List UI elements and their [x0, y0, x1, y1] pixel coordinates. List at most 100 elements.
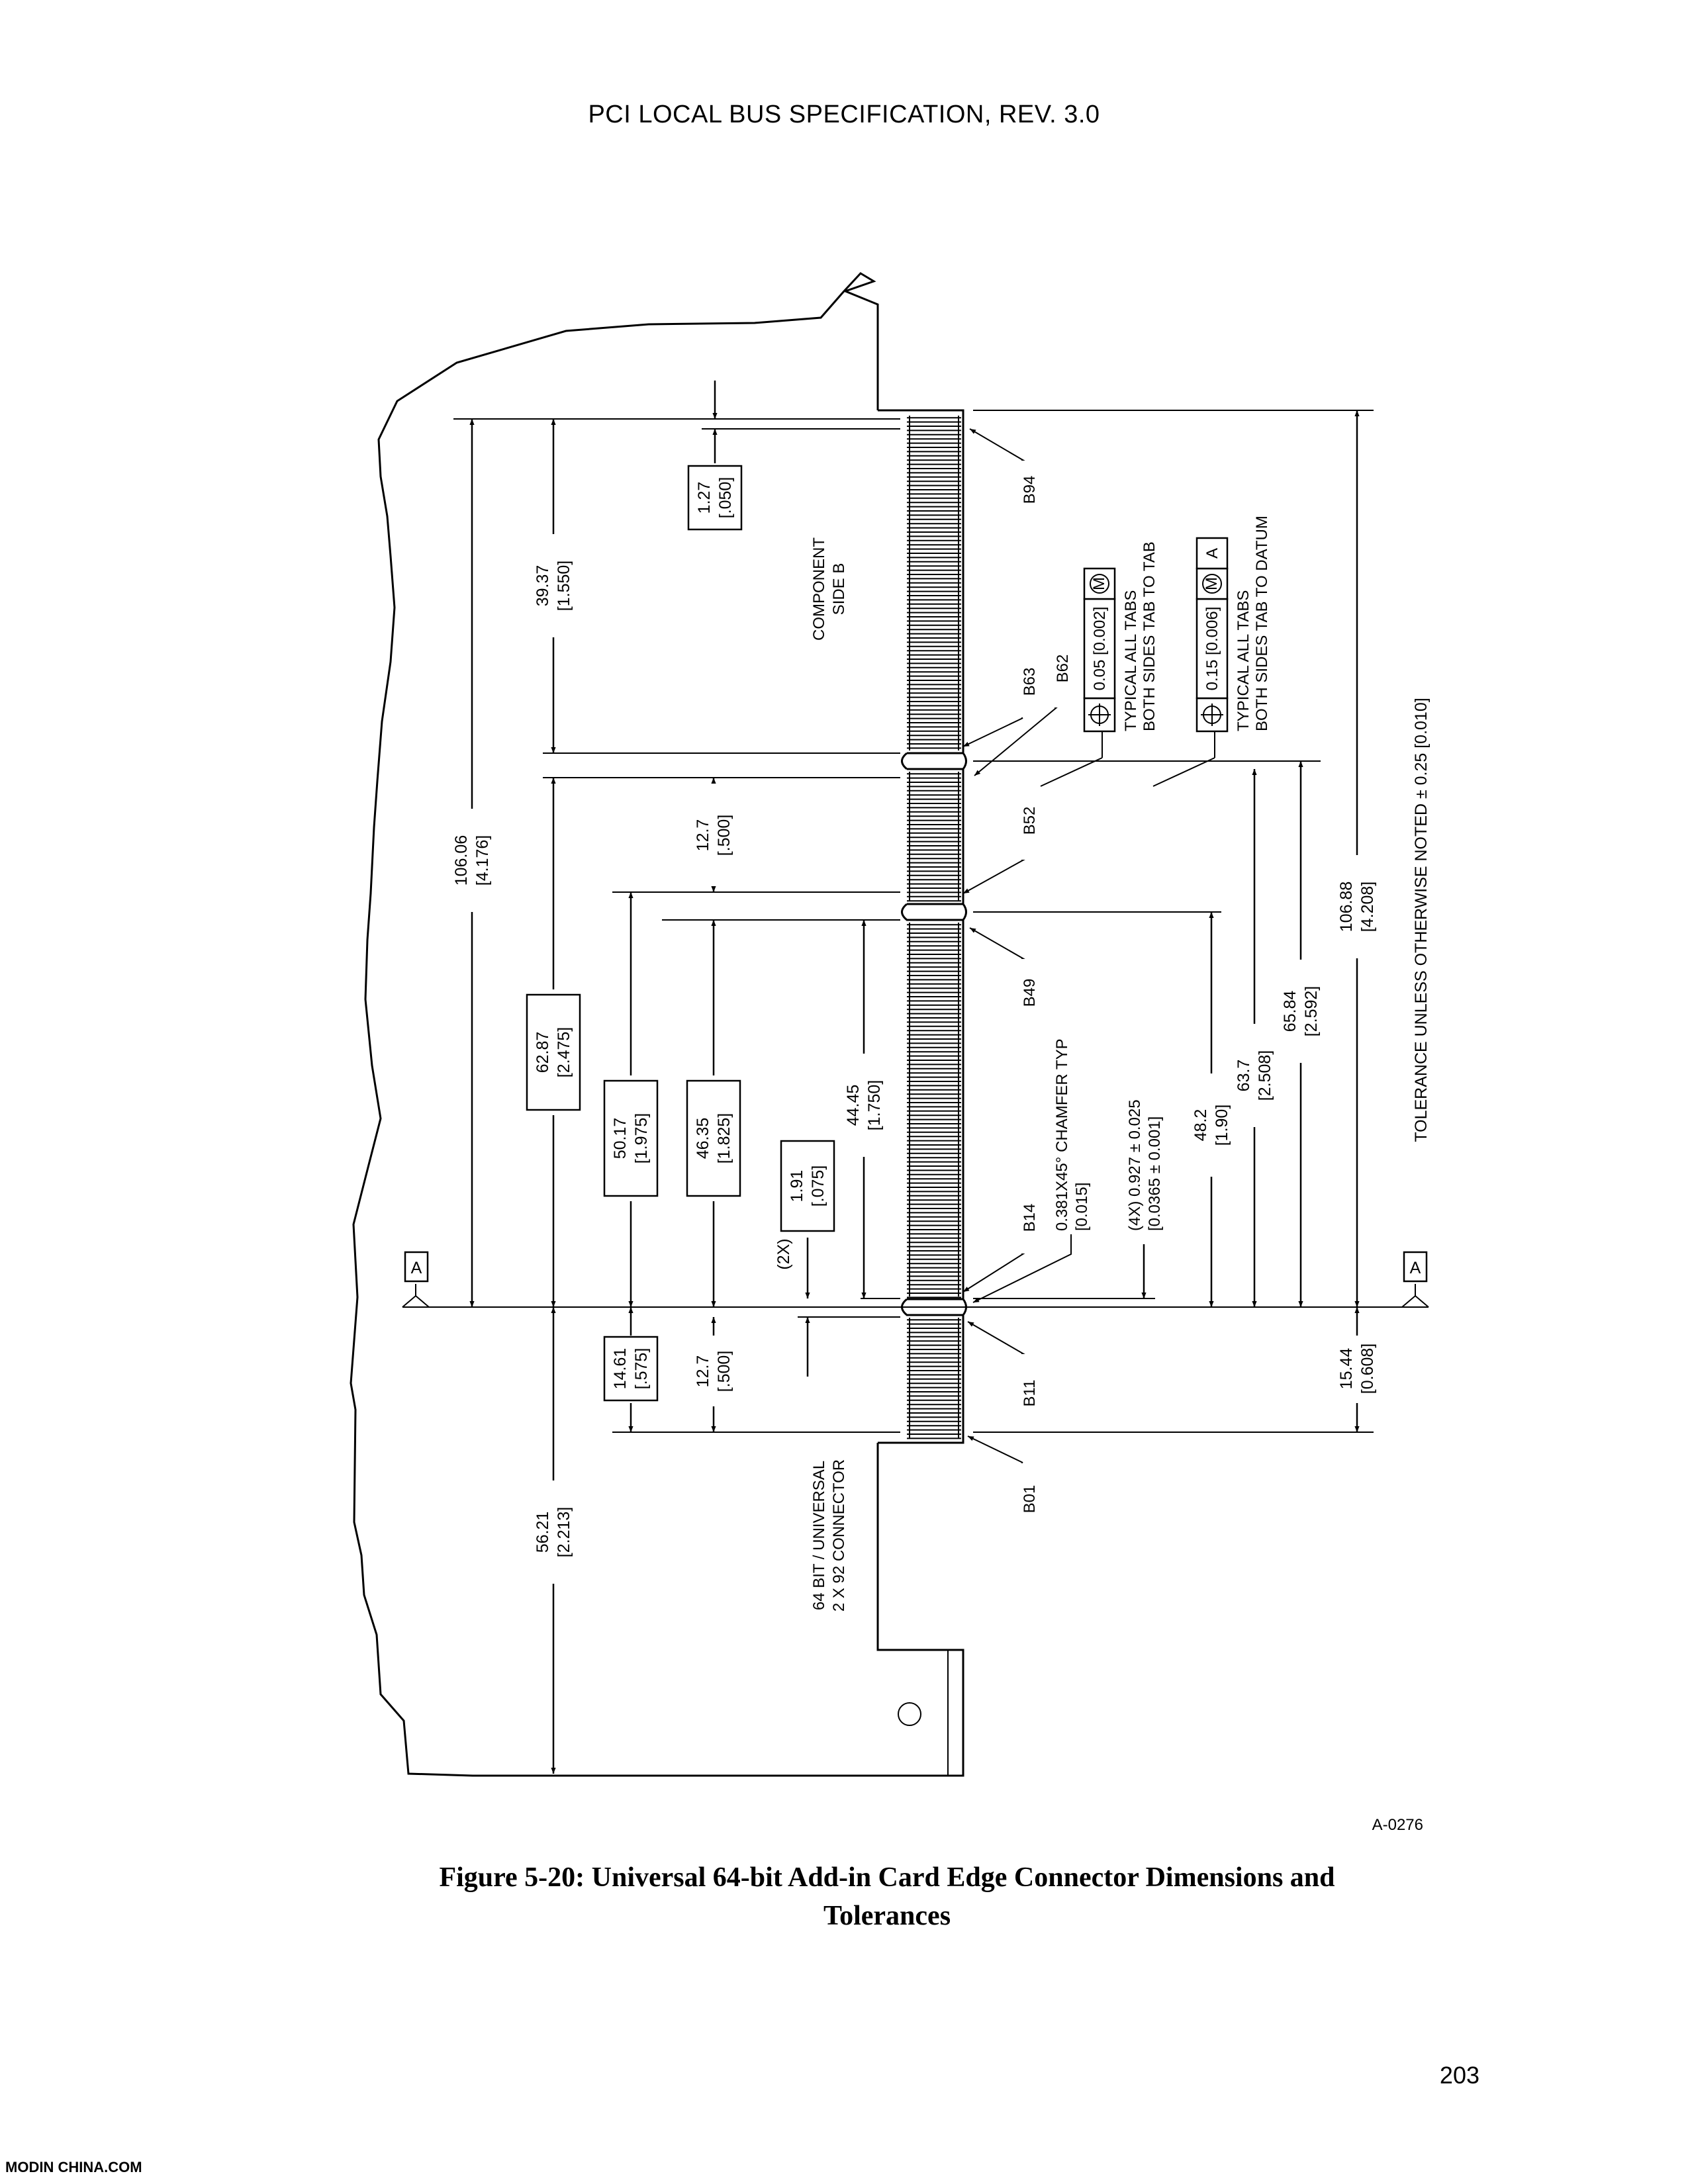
dim-65-84: 65.84[2.592]: [1281, 761, 1321, 1307]
dim-63-7-in: [2.508]: [1256, 1050, 1274, 1101]
pin-label-b52: B52: [962, 807, 1039, 894]
dim-106-88-mm: 106.88: [1337, 882, 1356, 932]
svg-text:[0.015]: [0.015]: [1073, 1183, 1091, 1231]
pin-label-b62: B62: [974, 655, 1072, 776]
finger-band: [907, 1319, 961, 1439]
dim-46-35: 46.35[1.825]: [686, 920, 741, 1307]
svg-text:MODIN CHINA.COM: MODIN CHINA.COM: [5, 2159, 142, 2175]
tolerance-note: TOLERANCE UNLESS OTHERWISE NOTED ± 0.25 …: [1412, 698, 1430, 1142]
pin-label-b14: B14: [962, 1204, 1039, 1293]
dim-48-2: 48.2[1.90]: [1192, 912, 1231, 1307]
pin-label-b63: B63: [962, 668, 1039, 747]
svg-text:B01: B01: [1021, 1485, 1039, 1514]
pin-label-b11: B11: [967, 1321, 1039, 1406]
dim-44-45-in: [1.750]: [865, 1080, 884, 1130]
pin-label-b01: B01: [967, 1435, 1039, 1514]
finger-band: [907, 773, 961, 902]
dim-46-35-in: [1.825]: [715, 1113, 733, 1163]
dim-50-17: 50.17[1.975]: [603, 892, 659, 1307]
dim-56-21-in: [2.213]: [555, 1507, 573, 1557]
notch-width-callout: (4X) 0.927 ± 0.025 [0.0365 ± 0.001]: [973, 1099, 1164, 1299]
svg-text:0.381X45° CHAMFER TYP: 0.381X45° CHAMFER TYP: [1053, 1038, 1071, 1231]
pin-label-b94: B94: [969, 428, 1039, 504]
svg-text:A: A: [1410, 1259, 1421, 1277]
component-side-label: COMPONENT: [810, 537, 828, 641]
svg-text:TYPICAL ALL TABS: TYPICAL ALL TABS: [1235, 590, 1252, 731]
svg-text:[.500]: [.500]: [715, 1351, 733, 1392]
svg-text:B49: B49: [1021, 979, 1039, 1007]
pin-label-b49: B49: [969, 927, 1039, 1007]
svg-text:15.44: 15.44: [1337, 1348, 1356, 1390]
dim-62-87-mm: 62.87: [534, 1032, 552, 1073]
svg-text:[.575]: [.575]: [632, 1348, 651, 1390]
footer-logo: MODIN CHINA.COM: [5, 2159, 142, 2175]
svg-text:B14: B14: [1021, 1204, 1039, 1232]
dim-106-06-mm: 106.06: [452, 835, 471, 886]
dim-106-06: 106.06[4.176]: [452, 419, 492, 1307]
dim-50-17-in: [1.975]: [632, 1113, 651, 1163]
dim-14-61: 14.61[.575]: [603, 1307, 659, 1432]
connector-type-label: 64 BIT / UNIVERSAL: [810, 1461, 828, 1610]
datum-a-right: A: [1401, 1251, 1429, 1308]
svg-text:(2X): (2X): [774, 1238, 793, 1269]
svg-text:TYPICAL ALL TABS: TYPICAL ALL TABS: [1122, 590, 1140, 731]
dim-12-7-top: 12.7[.500]: [694, 778, 733, 892]
svg-text:B94: B94: [1021, 476, 1039, 504]
figure-caption: Figure 5-20: Universal 64-bit Add-in Car…: [439, 1862, 1335, 1893]
dim-44-45-mm: 44.45: [844, 1085, 863, 1126]
connector-edge: [878, 409, 967, 1444]
dim-39-37-in: [1.550]: [555, 561, 573, 611]
svg-text:A: A: [411, 1259, 422, 1277]
dim-48-2-in: [1.90]: [1213, 1105, 1231, 1146]
page-header: PCI LOCAL BUS SPECIFICATION, REV. 3.0: [588, 101, 1100, 128]
dim-50-17-mm: 50.17: [611, 1118, 630, 1160]
svg-text:12.7: 12.7: [694, 1355, 712, 1388]
finger-band: [907, 924, 961, 1298]
dim-56-21-mm: 56.21: [534, 1512, 552, 1553]
finger-band-edge: [909, 772, 959, 901]
page-number: 203: [1440, 2062, 1479, 2089]
svg-text:[.050]: [.050]: [716, 477, 735, 519]
dim-63-7: 63.7[2.508]: [1235, 769, 1274, 1307]
dim-46-35-mm: 46.35: [694, 1118, 712, 1160]
dim-39-37: 39.37[1.550]: [534, 419, 573, 753]
svg-text:(4X) 0.927 ± 0.025: (4X) 0.927 ± 0.025: [1126, 1099, 1144, 1231]
dim-1-91: 1.91[.075] (2X): [774, 1140, 835, 1377]
mounting-hole: [898, 1702, 921, 1726]
connector-type-label-2: 2 X 92 CONNECTOR: [830, 1459, 848, 1612]
dim-63-7-mm: 63.7: [1235, 1060, 1253, 1092]
dim-106-06-in: [4.176]: [473, 835, 492, 886]
dim-15-44: 15.44[0.608]: [1337, 1307, 1377, 1432]
svg-text:B52: B52: [1021, 807, 1039, 835]
dim-39-37-mm: 39.37: [534, 565, 552, 607]
datum-a-left: A: [402, 1251, 430, 1308]
finger-band-edge: [909, 1318, 959, 1439]
dim-56-21: 56.21[2.213]: [534, 1307, 573, 1774]
svg-text:1.27: 1.27: [695, 482, 714, 514]
svg-text:[0.0365 ± 0.001]: [0.0365 ± 0.001]: [1146, 1116, 1164, 1231]
dim-12-7-top-mm: 12.7: [694, 819, 712, 852]
svg-text:[.075]: [.075]: [809, 1165, 827, 1207]
svg-text:0.15 [0.006]: 0.15 [0.006]: [1203, 607, 1221, 691]
svg-text:M: M: [1090, 577, 1108, 590]
svg-text:1.91: 1.91: [788, 1170, 806, 1203]
dim-106-88: 106.88[4.208]: [1337, 410, 1377, 1307]
figure-caption-2: Tolerances: [823, 1901, 951, 1931]
dim-1-27: 1.27[.050]: [687, 381, 743, 531]
chamfer-callout: 0.381X45° CHAMFER TYP [0.015]: [972, 1038, 1091, 1303]
dim-62-87-in: [2.475]: [555, 1027, 573, 1077]
finger-band-edge: [909, 416, 959, 751]
finger-band: [907, 417, 961, 749]
dimension-lines: 106.06[4.176] 39.37[1.550] 62.87[2.475] 50.…: [452, 381, 1377, 1774]
dim-62-87: 62.87[2.475]: [526, 778, 581, 1307]
svg-text:B63: B63: [1021, 668, 1039, 696]
dim-106-88-in: [4.208]: [1358, 882, 1377, 932]
dim-65-84-in: [2.592]: [1302, 986, 1321, 1036]
svg-text:[0.608]: [0.608]: [1358, 1343, 1377, 1394]
dim-44-45: 44.45[1.750]: [844, 920, 884, 1298]
card-outline: [350, 272, 964, 1777]
svg-text:BOTH SIDES TAB TO TAB: BOTH SIDES TAB TO TAB: [1141, 541, 1158, 731]
dim-12-7-bottom: 12.7[.500]: [694, 1317, 733, 1432]
